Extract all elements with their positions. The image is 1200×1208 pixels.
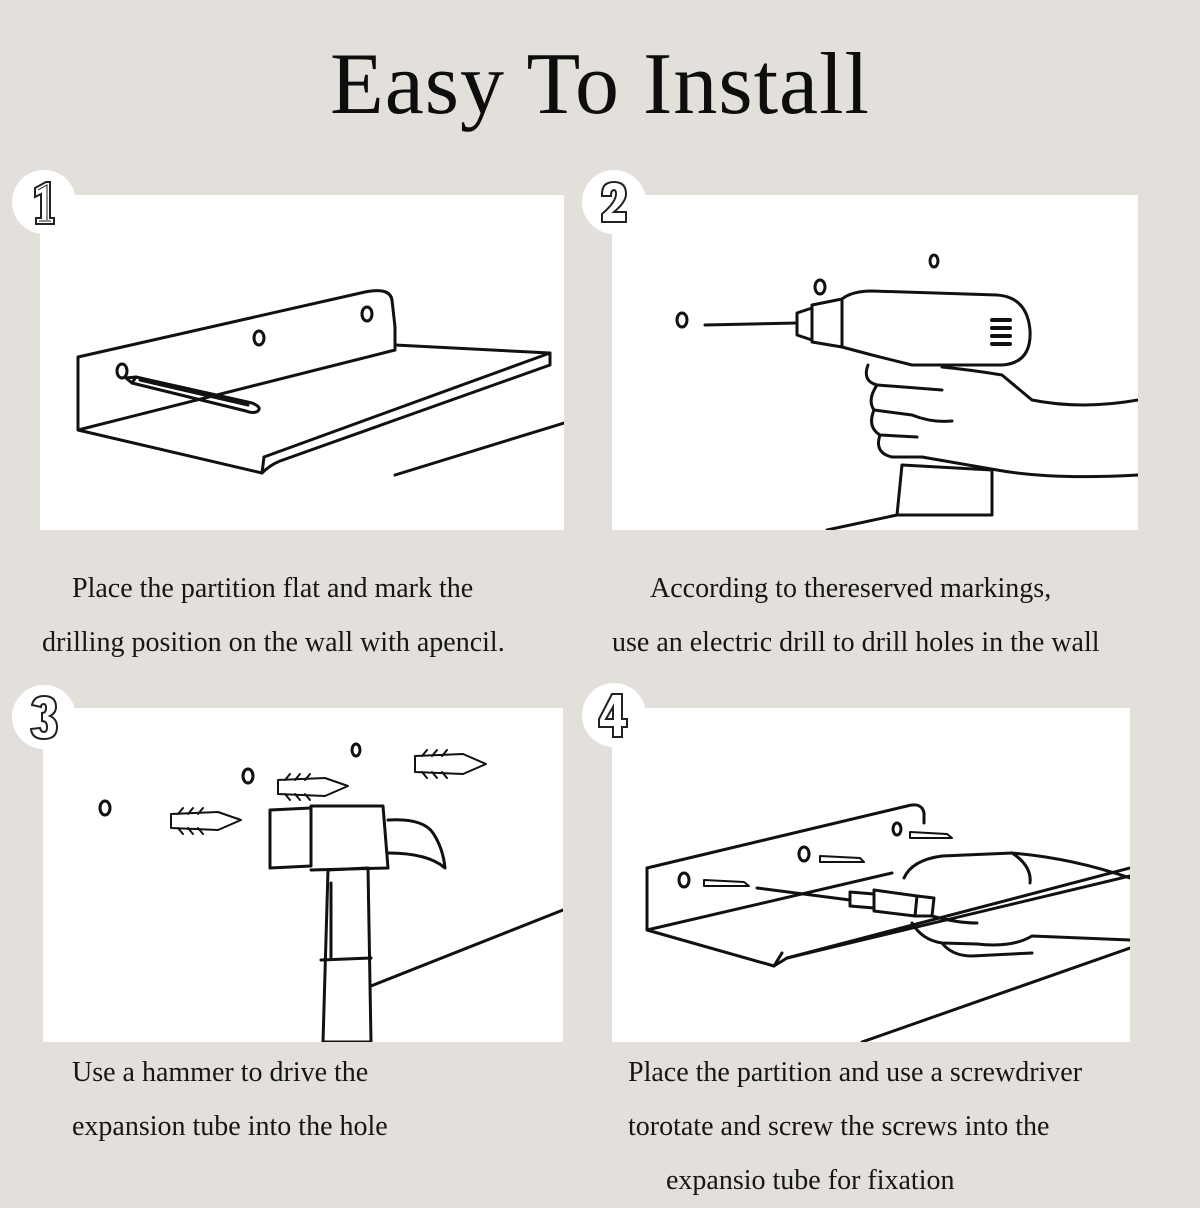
hand-icon: [864, 363, 1138, 479]
step-4-badge: [582, 683, 646, 747]
page-title: Easy To Install: [329, 36, 871, 133]
step-2-illustration: [612, 195, 1138, 530]
table-edge-icon: [369, 908, 563, 988]
electric-drill-icon: [703, 289, 1032, 517]
step-4-illustration: [612, 708, 1130, 1042]
step-3-caption: Use a hammer to drive the expansion tube…: [72, 1046, 388, 1154]
step-4-caption: Place the partition and use a screwdrive…: [628, 1046, 1082, 1208]
step-2-caption-line-2: use an electric drill to drill holes in …: [612, 627, 1100, 658]
screw-icon: [703, 831, 953, 887]
step-1-illustration: [40, 195, 564, 530]
shelf-icon: [76, 289, 564, 477]
step-3-caption-line-2: expansion tube into the hole: [72, 1111, 388, 1142]
step-1-caption-line-1: Place the partition flat and mark the: [72, 573, 474, 604]
step-3-illustration: [43, 708, 563, 1042]
step-4-caption-line-3: expansio tube for fixation: [666, 1165, 955, 1196]
drill-mark-icon: [677, 821, 903, 889]
step-2-badge: [582, 170, 646, 234]
step-1-caption: Place the partition flat and mark the dr…: [42, 562, 505, 670]
step-2-caption: According to thereserved markings, use a…: [612, 562, 1100, 670]
drill-mark-icon: [675, 253, 940, 329]
expansion-tube-icon: [170, 749, 487, 835]
screwdriver-icon: [755, 886, 936, 918]
step-3-caption-line-1: Use a hammer to drive the: [72, 1057, 369, 1088]
table-edge-icon: [825, 513, 899, 530]
step-1-caption-line-2: drilling position on the wall with apenc…: [42, 627, 505, 658]
hammer-icon: [268, 804, 447, 1042]
step-4-caption-line-2: torotate and screw the screws into the: [628, 1111, 1050, 1142]
drill-mark-icon: [115, 305, 374, 380]
shelf-icon: [645, 803, 1130, 1042]
drill-mark-icon: [98, 742, 362, 817]
step-1-badge: [12, 170, 76, 234]
hand-icon: [902, 851, 1130, 958]
step-3-badge: [12, 685, 76, 749]
step-2-caption-line-1: According to thereserved markings,: [650, 573, 1052, 604]
step-4-caption-line-1: Place the partition and use a screwdrive…: [628, 1057, 1083, 1088]
pencil-icon: [124, 375, 261, 414]
